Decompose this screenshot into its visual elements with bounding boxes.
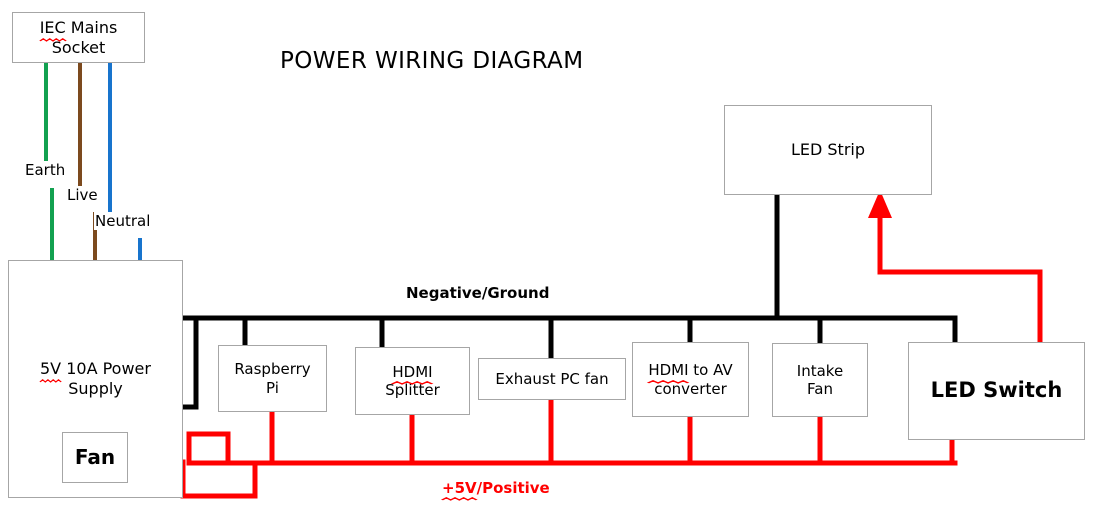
node-iec-mains-socket[interactable]: IEC Mains Socket	[12, 12, 145, 63]
led-strip-power-arrow	[868, 190, 892, 218]
node-led-switch[interactable]: LED Switch	[908, 342, 1085, 440]
node-intake-fan[interactable]: Intake Fan	[772, 343, 868, 417]
node-raspberry-pi-label: Raspberry Pi	[234, 360, 311, 397]
wire-label-earth: Earth	[24, 161, 67, 179]
node-fan[interactable]: Fan	[62, 432, 128, 483]
negative-ground-bus	[109, 193, 958, 437]
node-power-supply-label: 5V 10A Power Supply	[39, 359, 151, 398]
node-led-strip-label: LED Strip	[790, 140, 866, 160]
node-hdmi-splitter[interactable]: HDMI Splitter	[355, 347, 470, 415]
node-hdmi-to-av-converter-label: HDMI to AV converter	[647, 361, 733, 398]
bus-label-positive-5v: +5V/Positive	[440, 479, 552, 501]
node-exhaust-pc-fan[interactable]: Exhaust PC fan	[478, 358, 626, 400]
node-hdmi-splitter-label: HDMI Splitter	[385, 362, 440, 399]
wire-label-live: Live	[66, 186, 99, 204]
node-iec-mains-socket-label: IEC Mains Socket	[38, 17, 118, 57]
node-exhaust-pc-fan-label: Exhaust PC fan	[495, 369, 609, 388]
neutral-wire	[108, 62, 142, 262]
node-hdmi-to-av-converter[interactable]: HDMI to AV converter	[632, 342, 749, 417]
node-led-strip[interactable]: LED Strip	[724, 105, 932, 195]
node-intake-fan-label: Intake Fan	[796, 361, 844, 398]
node-led-switch-label: LED Switch	[930, 378, 1063, 403]
diagram-title: POWER WIRING DIAGRAM	[280, 48, 584, 74]
wire-label-neutral: Neutral	[94, 212, 152, 230]
live-wire	[78, 62, 97, 262]
node-raspberry-pi[interactable]: Raspberry Pi	[218, 345, 327, 412]
positive-5v-bus	[125, 207, 1043, 499]
bus-label-negative-ground: Negative/Ground	[404, 284, 552, 302]
node-fan-label: Fan	[74, 445, 116, 470]
earth-wire	[44, 62, 54, 262]
